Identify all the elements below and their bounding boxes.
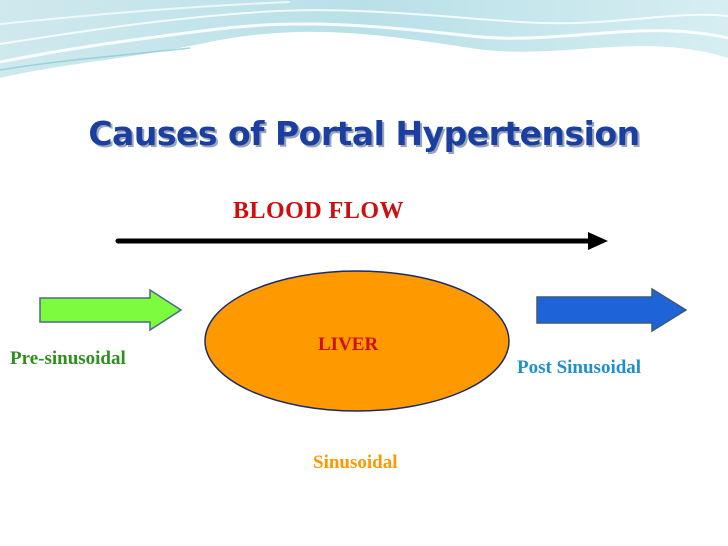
- liver-ellipse: [204, 270, 510, 412]
- pre-sinusoidal-label: Pre-sinusoidal: [10, 348, 126, 369]
- flow-arrow-icon: [115, 232, 608, 250]
- pre-sinusoidal-arrow-icon: [39, 288, 183, 332]
- page-title: Causes of Portal Hypertension: [88, 114, 640, 153]
- post-sinusoidal-label: Post Sinusoidal: [517, 357, 642, 378]
- liver-label: LIVER: [318, 334, 379, 355]
- post-sinusoidal-arrow-icon: [536, 287, 688, 333]
- sinusoidal-label: Sinusoidal: [313, 452, 398, 473]
- blood-flow-label: BLOOD FLOW: [233, 198, 405, 224]
